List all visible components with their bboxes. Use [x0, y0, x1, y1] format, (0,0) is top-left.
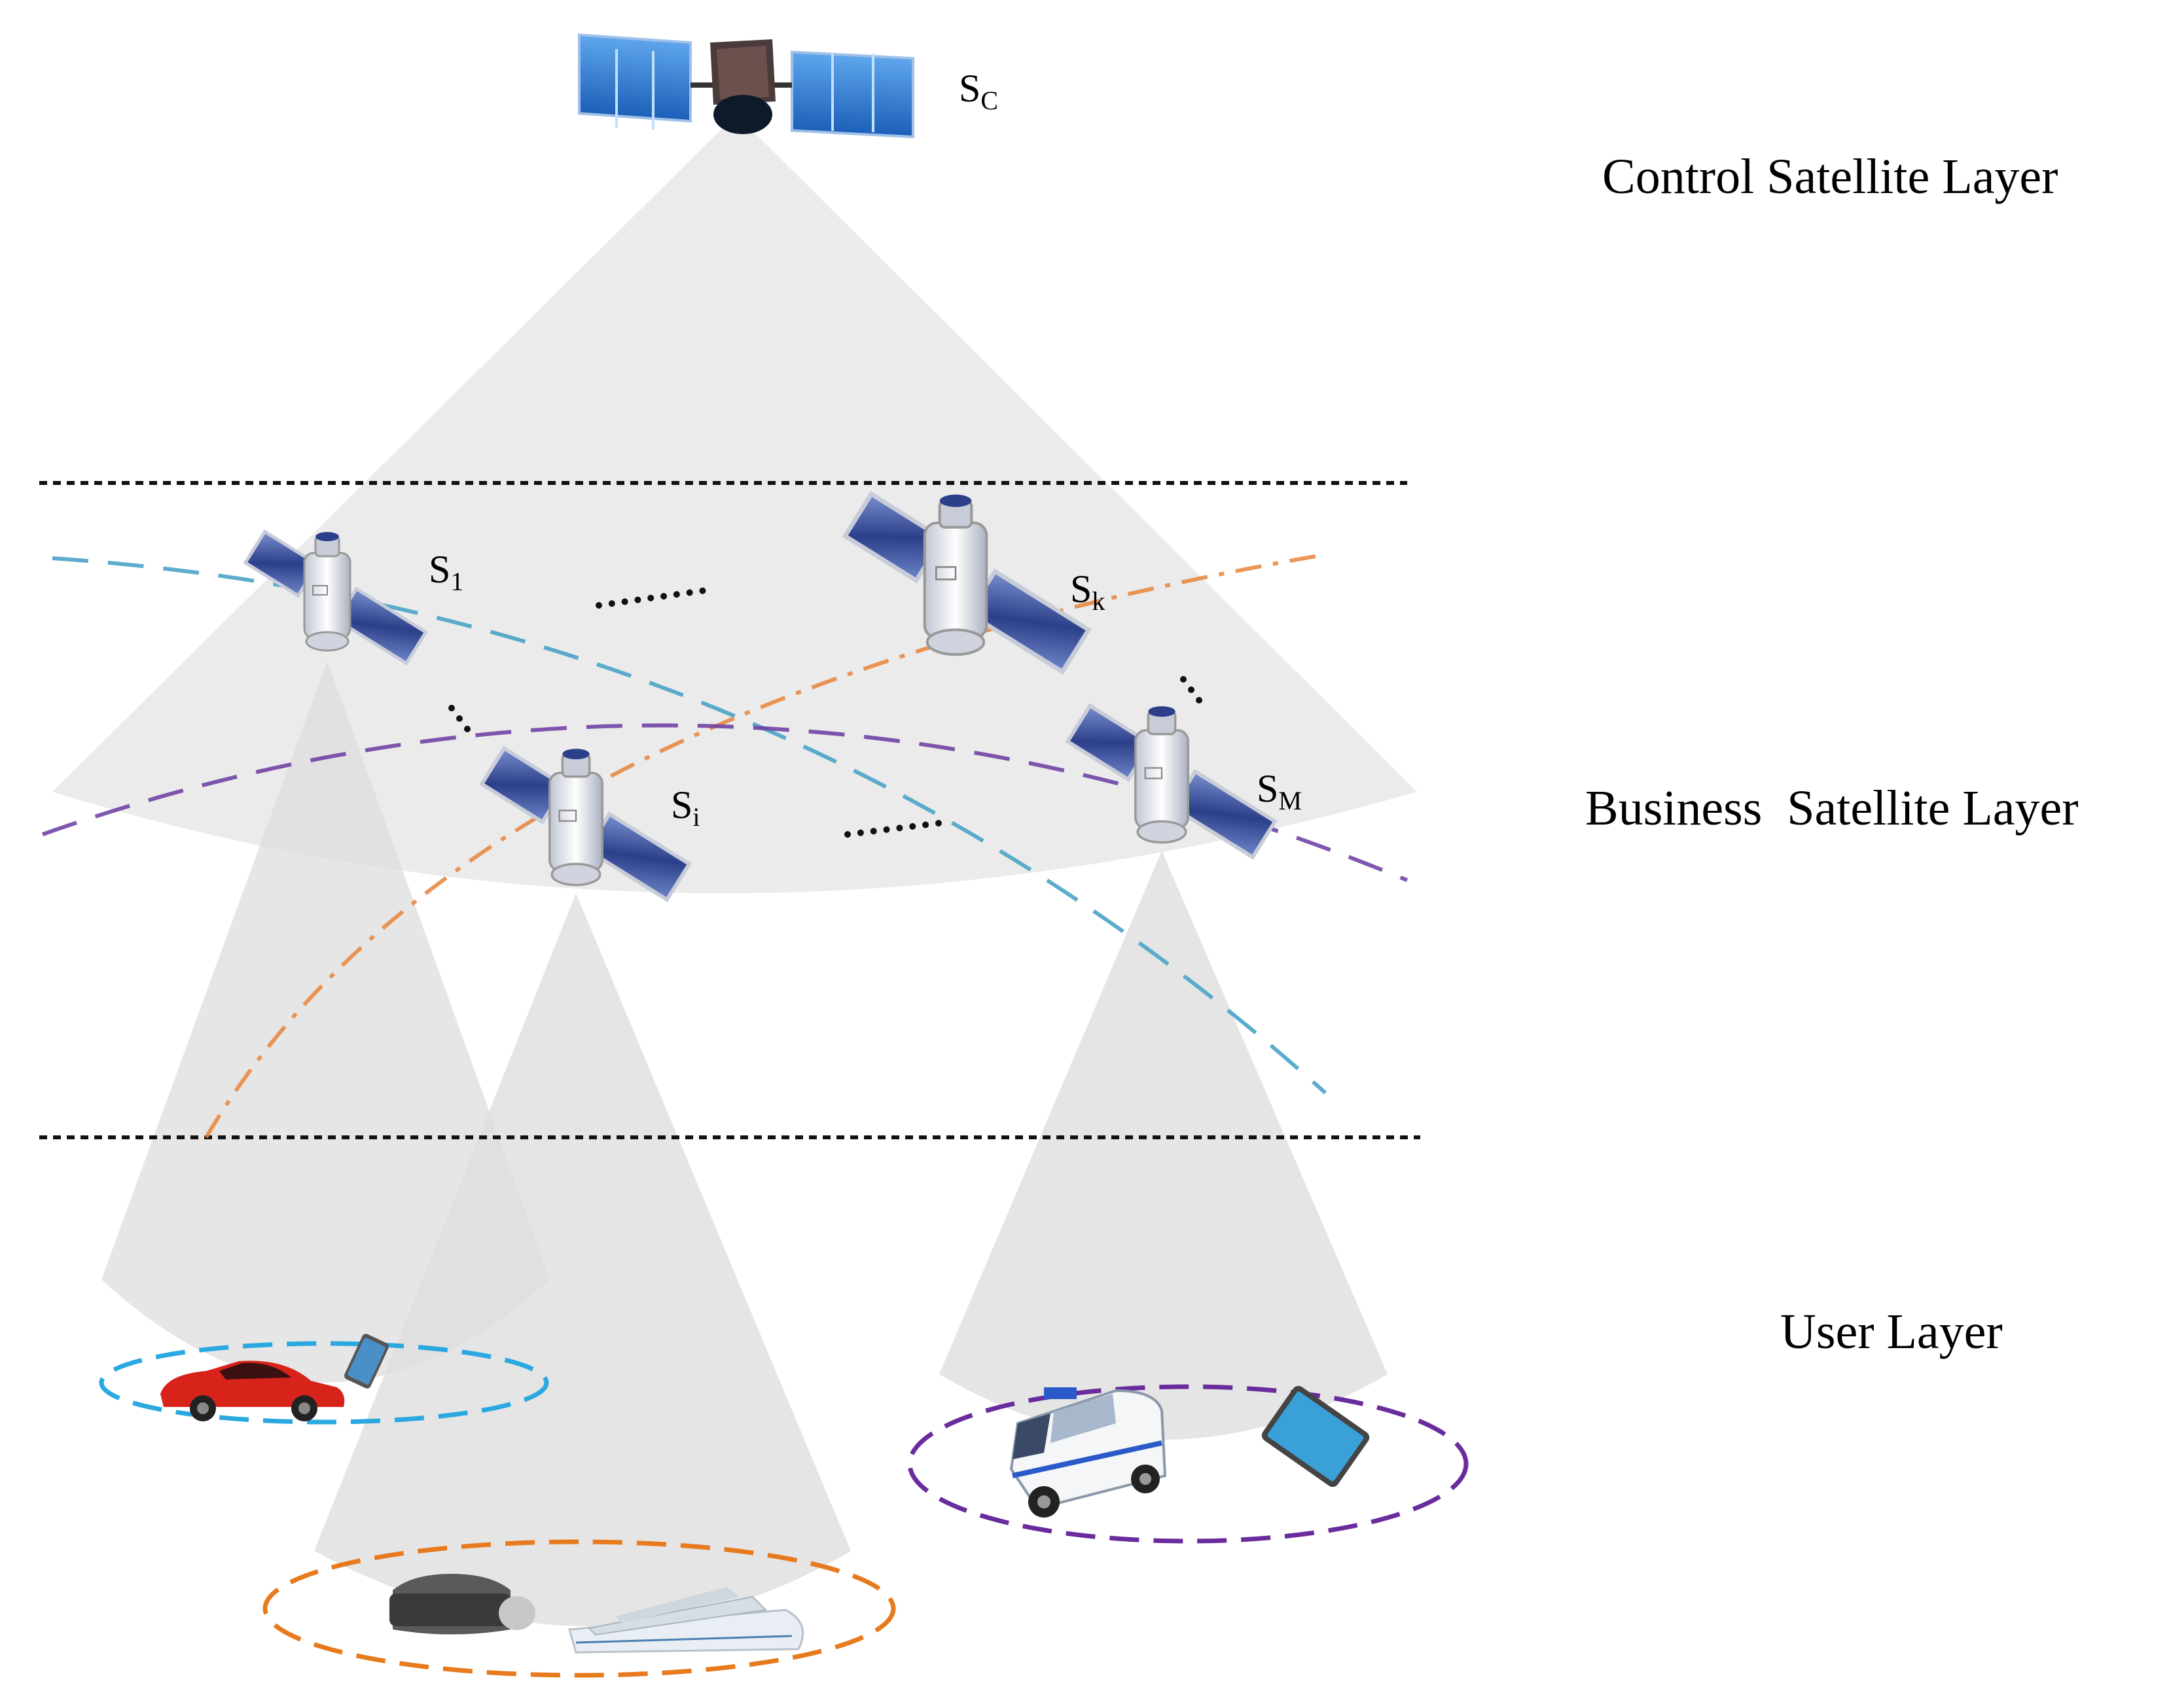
label-sk: Sk [1070, 567, 1105, 616]
orbit-blue [52, 556, 1327, 1095]
control-beam [52, 115, 1417, 893]
label-control-layer: Control Satellite Layer [1602, 149, 2058, 204]
coverage-ellipse-blue [99, 1341, 549, 1425]
coverage-ellipse-orange [262, 1539, 896, 1678]
ellipsis-marks [448, 587, 1202, 838]
label-user-layer: User Layer [1780, 1304, 2003, 1359]
tablet-icon [1261, 1385, 1370, 1487]
satellite-dish-icon [578, 33, 914, 139]
beam-si [314, 893, 851, 1626]
beam-s1 [101, 661, 550, 1383]
vr-headset-icon [389, 1574, 535, 1635]
beam-sm [939, 851, 1388, 1440]
label-sc: SC [959, 67, 998, 115]
van-icon [1009, 1387, 1167, 1518]
label-sm: SM [1257, 767, 1302, 815]
label-s1: S1 [429, 548, 463, 596]
car-icon [160, 1361, 345, 1421]
phone-icon [344, 1334, 389, 1389]
coverage-ellipse-purple [907, 1384, 1469, 1544]
ship-icon [568, 1587, 804, 1654]
satellite-icon [1065, 703, 1278, 860]
satellite-icon [243, 529, 428, 666]
satellite-icon [479, 745, 692, 902]
satellite-icon [842, 491, 1092, 675]
label-si: Si [671, 783, 700, 832]
label-business-layer: Business Satellite Layer [1585, 781, 2079, 836]
